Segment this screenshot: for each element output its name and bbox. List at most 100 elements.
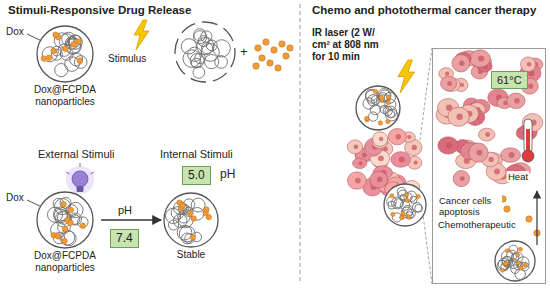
polymer-mesh	[197, 37, 214, 54]
polymer-mesh	[378, 89, 390, 101]
released-drug-cluster	[253, 39, 293, 71]
broken-nanoparticle	[175, 22, 235, 82]
drug-molecule	[61, 201, 67, 207]
polymer-mesh	[498, 258, 509, 269]
polymer-mesh	[69, 35, 81, 47]
drug-molecule	[407, 215, 411, 219]
cell-nucleus	[446, 142, 452, 148]
released-drug	[263, 39, 269, 45]
stable-nanoparticle-node: Stable	[162, 191, 220, 261]
drug-molecule	[46, 55, 52, 61]
panel-label: Chemotherapeutic	[437, 219, 517, 230]
drug-molecule	[80, 223, 86, 229]
nanoparticle-shape	[162, 191, 220, 249]
drug-molecule	[400, 215, 404, 219]
cell-nucleus	[478, 55, 484, 61]
cancer-cell	[453, 171, 469, 187]
released-drug	[504, 206, 510, 212]
cell-nucleus	[477, 150, 483, 156]
drug-molecule	[365, 116, 369, 120]
polymer-mesh	[68, 202, 83, 217]
cell-nucleus	[456, 114, 462, 120]
released-drug	[255, 45, 261, 51]
polymer-mesh	[183, 50, 201, 68]
particle-shell	[356, 86, 400, 130]
drug-molecule	[400, 215, 404, 219]
lightning-bolt	[134, 20, 149, 50]
polymer-mesh	[388, 110, 395, 117]
released-drug	[253, 63, 259, 69]
light-bulb-icon	[66, 163, 94, 194]
drug-molecule	[504, 262, 508, 266]
drug-molecules	[500, 196, 540, 236]
cell-nucleus	[354, 145, 359, 150]
nanoparticle-node: Dox@FCPDA nanoparticles	[30, 24, 100, 108]
released-drug	[259, 55, 265, 61]
drug-molecule	[55, 234, 61, 240]
cell-nucleus	[460, 176, 465, 181]
polymer-mesh	[55, 64, 68, 77]
cell-nucleus	[485, 132, 490, 137]
particle-shell	[164, 193, 218, 247]
flow-arrow	[101, 219, 161, 220]
particle-shell	[37, 26, 93, 82]
temperature-box: 61°C	[491, 71, 528, 89]
drug-molecule	[501, 268, 505, 272]
drug-molecule	[386, 100, 390, 104]
drug-molecule	[68, 220, 74, 226]
released-drug	[279, 41, 285, 47]
cell-nucleus	[378, 155, 384, 161]
polymer-mesh	[515, 269, 526, 280]
polymer-mesh	[511, 265, 520, 274]
drug-label: Dox	[6, 26, 24, 38]
cell-nucleus	[399, 156, 405, 162]
cell-nucleus	[459, 61, 464, 66]
drug-molecule	[190, 235, 195, 240]
particle-shell	[384, 184, 426, 226]
drug-molecule	[378, 121, 382, 125]
polymer-mesh	[370, 105, 380, 115]
bulb-base	[77, 186, 84, 192]
stimuli-heading: Internal Stimuli	[160, 148, 233, 161]
drug-molecule	[405, 198, 409, 202]
polymer-mesh	[502, 257, 513, 268]
cell-nucleus	[355, 178, 361, 184]
cancer-cell	[507, 93, 525, 108]
drug-molecule	[204, 207, 209, 212]
particle-label: Dox@FCPDA nanoparticles	[30, 250, 100, 274]
cancer-cell	[391, 152, 411, 168]
drug-molecule	[191, 216, 196, 221]
zoom-line	[420, 48, 432, 140]
released-drug	[275, 65, 281, 71]
drug-molecule	[71, 42, 77, 48]
value-text: 61°C	[497, 73, 522, 87]
released-drug	[283, 53, 289, 59]
cancer-cell	[388, 129, 406, 145]
thermometer-icon-part	[522, 150, 534, 162]
drug-molecule	[401, 211, 405, 215]
ph-value-box: 7.4	[110, 229, 139, 248]
value-text: 7.4	[116, 231, 133, 246]
polymer-mesh	[201, 43, 212, 54]
polymer-mesh	[378, 93, 387, 102]
cell-nucleus	[379, 137, 384, 142]
panel-label: Cancer cells apoptosis	[438, 195, 502, 217]
polymer-mesh	[178, 204, 188, 214]
cancer-cell	[521, 57, 536, 72]
polymer-mesh	[369, 112, 378, 121]
section-heading: Stimuli-Responsive Drug Release	[8, 4, 191, 18]
particle-shell	[175, 22, 235, 82]
drug-molecule	[505, 249, 509, 253]
drug-molecule	[516, 253, 520, 257]
released-drug	[526, 216, 532, 222]
cancer-cell	[370, 171, 388, 188]
stimuli-heading: External Stimuli	[38, 148, 114, 161]
delivery-arrow	[536, 191, 537, 245]
tumor-closeup	[433, 49, 545, 283]
thermometer-icon	[522, 119, 534, 162]
polymer-mesh	[47, 207, 62, 222]
laser-label: IR laser (2 W/ cm² at 808 nm for 10 min	[312, 27, 390, 63]
nanoparticle	[37, 26, 93, 82]
zoom-panel: Cancer cells apoptosisChemotherapeuticHe…	[432, 48, 546, 284]
